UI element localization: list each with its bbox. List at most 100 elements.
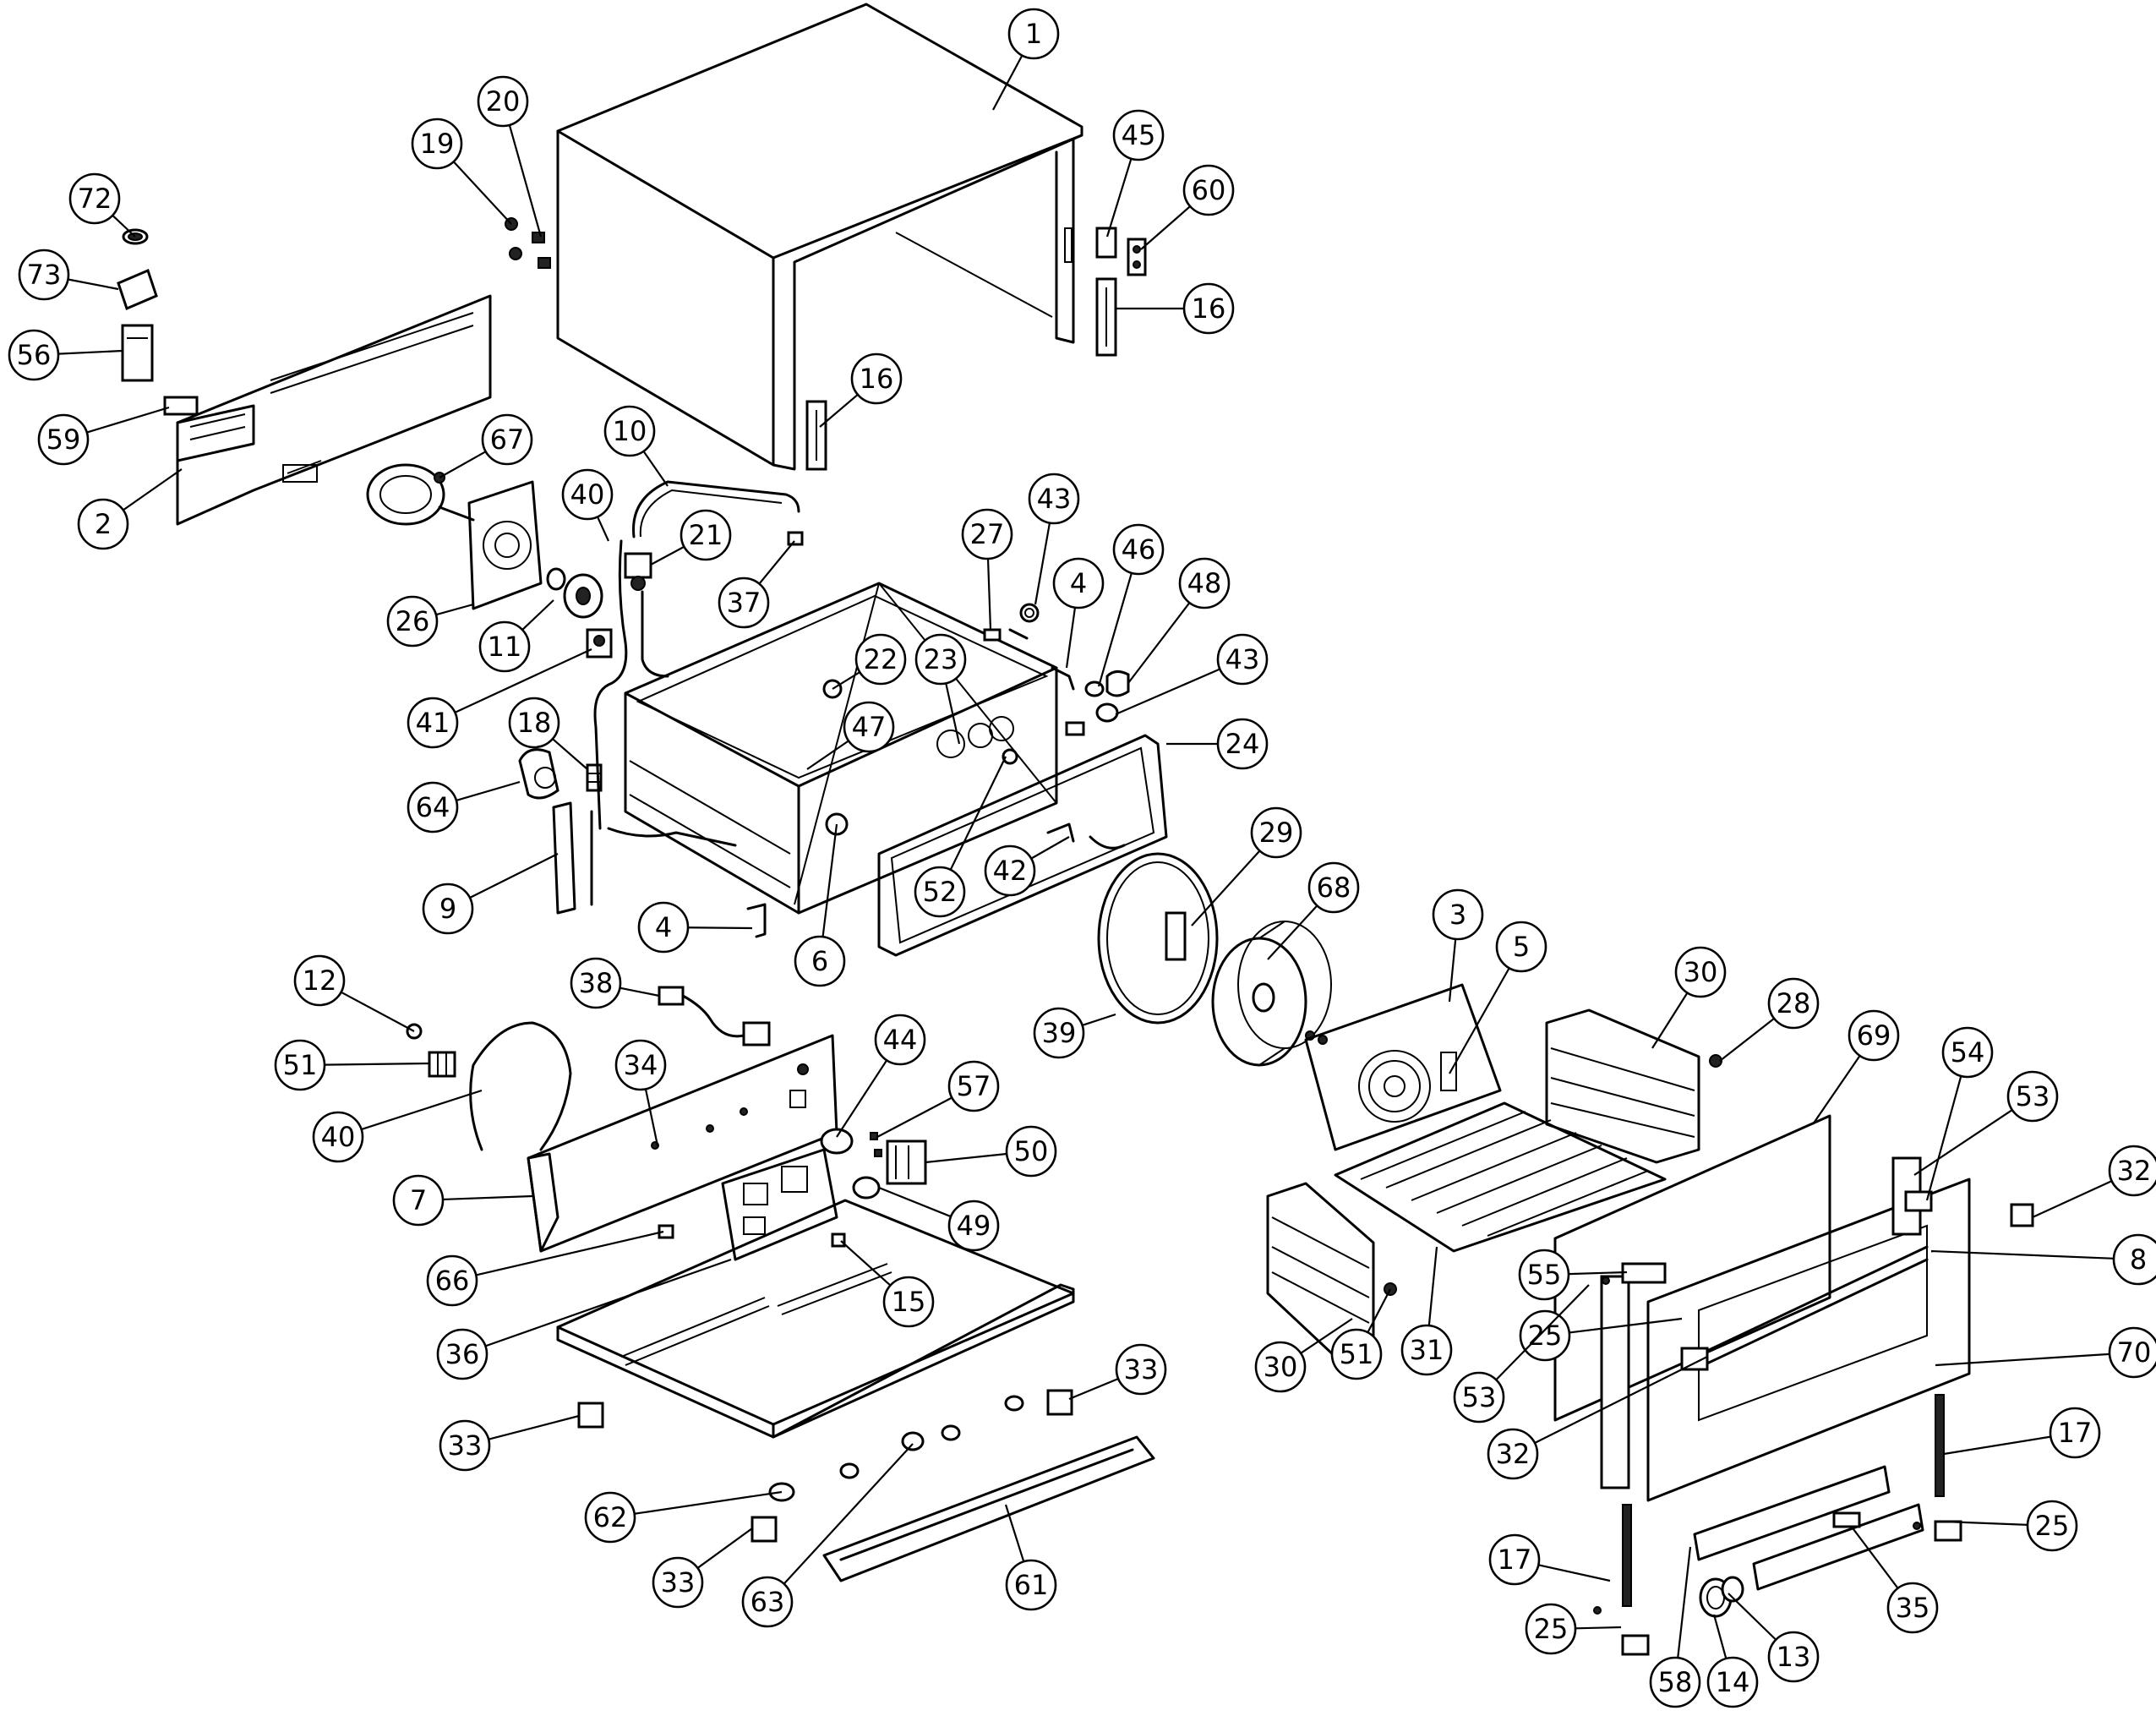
hinge-part-left — [805, 400, 827, 471]
callout-bubble-16: 16 — [850, 352, 903, 405]
control-panel-part — [1693, 1465, 1924, 1618]
callout-label: 36 — [445, 1338, 480, 1370]
callout-bubble-21: 21 — [680, 509, 732, 561]
callout-label: 40 — [570, 478, 605, 511]
leader-line-44 — [836, 1059, 888, 1138]
leader-line-25 — [1943, 1520, 2028, 1526]
callout-circle — [477, 75, 529, 128]
callout-circle — [436, 1328, 489, 1380]
leader-line-53 — [1913, 1109, 2013, 1176]
heating-element-part — [1097, 852, 1219, 1025]
callout-label: 60 — [1192, 174, 1226, 206]
leader-line-8 — [1930, 1249, 2115, 1260]
leader-line-21 — [650, 545, 685, 566]
leader-line-67 — [439, 451, 487, 478]
callout-bubble-52: 52 — [914, 866, 966, 918]
callout-circle — [312, 1111, 364, 1163]
callout-circle — [1848, 1009, 1900, 1062]
callout-circle — [794, 935, 846, 987]
callout-bubble-41: 41 — [407, 697, 459, 749]
callout-label: 73 — [27, 259, 62, 291]
callout-bubble-44: 44 — [874, 1014, 926, 1066]
leader-line-73 — [68, 278, 119, 291]
callout-circle — [652, 1556, 704, 1609]
callout-bubble-8: 8 — [2112, 1233, 2156, 1286]
callout-label: 25 — [1534, 1613, 1569, 1645]
callout-label: 64 — [416, 791, 450, 823]
leader-line-60 — [1140, 205, 1191, 250]
leader-line-58 — [1677, 1546, 1692, 1659]
callout-bubble-57: 57 — [947, 1060, 1000, 1112]
callout-label: 41 — [416, 707, 450, 739]
leader-line-32 — [2032, 1180, 2113, 1218]
housing-cover-part — [556, 3, 1083, 471]
callout-bubble-9: 9 — [422, 883, 474, 935]
callout-bubble-58: 58 — [1649, 1656, 1701, 1708]
callout-circle — [961, 508, 1013, 560]
callout-label: 4 — [655, 911, 672, 943]
callout-bubble-72: 72 — [68, 172, 121, 225]
callout-bubble-5: 5 — [1495, 921, 1547, 973]
callout-label: 32 — [1496, 1438, 1531, 1470]
leader-line-64 — [456, 780, 521, 801]
tube-part — [632, 480, 800, 538]
callout-label: 6 — [811, 945, 828, 977]
callout-bubble-27: 27 — [961, 508, 1013, 560]
callout-label: 59 — [46, 424, 81, 456]
callout-circle — [680, 509, 732, 561]
callout-bubble-60: 60 — [1182, 164, 1235, 216]
leader-line-40 — [361, 1089, 483, 1131]
leader-line-7 — [442, 1194, 533, 1201]
callout-bubble-70: 70 — [2108, 1326, 2156, 1379]
callout-bubble-47: 47 — [843, 701, 895, 753]
callout-circle — [1254, 1341, 1307, 1393]
callout-circle — [1706, 1656, 1759, 1708]
callout-bubble-26: 26 — [386, 595, 439, 648]
callout-circle — [1250, 806, 1302, 859]
coiled-hose-part — [469, 1021, 572, 1151]
leader-line-27 — [986, 558, 992, 631]
leader-line-4 — [1065, 607, 1077, 669]
callout-bubble-18: 18 — [508, 697, 560, 749]
callout-circle — [37, 413, 90, 466]
callout-circle — [637, 901, 690, 954]
leader-line-36 — [484, 1258, 732, 1347]
callout-label: 43 — [1037, 483, 1072, 515]
callout-label: 51 — [283, 1049, 318, 1081]
callout-label: 42 — [993, 855, 1028, 887]
callout-bubble-42: 42 — [984, 844, 1036, 897]
leader-line-30 — [1651, 992, 1689, 1049]
callout-bubble-22: 22 — [854, 633, 907, 686]
leader-line-11 — [521, 599, 554, 631]
leader-line-9 — [469, 853, 559, 899]
callout-bubble-53: 53 — [2006, 1070, 2059, 1123]
leader-line-15 — [840, 1240, 892, 1287]
callout-bubble-63: 63 — [741, 1576, 794, 1628]
callout-bubble-64: 64 — [407, 781, 459, 833]
callout-label: 48 — [1187, 567, 1222, 599]
leader-line-14 — [1712, 1614, 1728, 1659]
leader-line-17 — [1943, 1435, 2051, 1456]
callout-label: 37 — [727, 587, 761, 619]
callout-label: 72 — [78, 183, 112, 215]
callout-label: 23 — [924, 643, 958, 675]
callout-circle — [1400, 1324, 1453, 1376]
callout-bubble-20: 20 — [477, 75, 529, 128]
callout-label: 54 — [1951, 1036, 1985, 1068]
callout-label: 43 — [1225, 643, 1260, 675]
callout-bubble-43: 43 — [1216, 633, 1269, 686]
callout-circle — [603, 405, 656, 457]
callout-label: 46 — [1122, 533, 1156, 566]
callout-label: 39 — [1042, 1017, 1077, 1049]
callout-label: 20 — [486, 85, 521, 117]
callout-label: 63 — [751, 1586, 785, 1618]
callout-circle — [386, 595, 439, 648]
callout-label: 9 — [439, 893, 456, 925]
leader-line-25 — [1575, 1626, 1622, 1630]
leader-line-26 — [435, 603, 474, 616]
callout-circle — [422, 883, 474, 935]
callout-circle — [2112, 1233, 2156, 1286]
callout-bubble-17: 17 — [1488, 1533, 1541, 1586]
callout-label: 16 — [860, 363, 894, 395]
callout-bubble-54: 54 — [1941, 1026, 1994, 1079]
